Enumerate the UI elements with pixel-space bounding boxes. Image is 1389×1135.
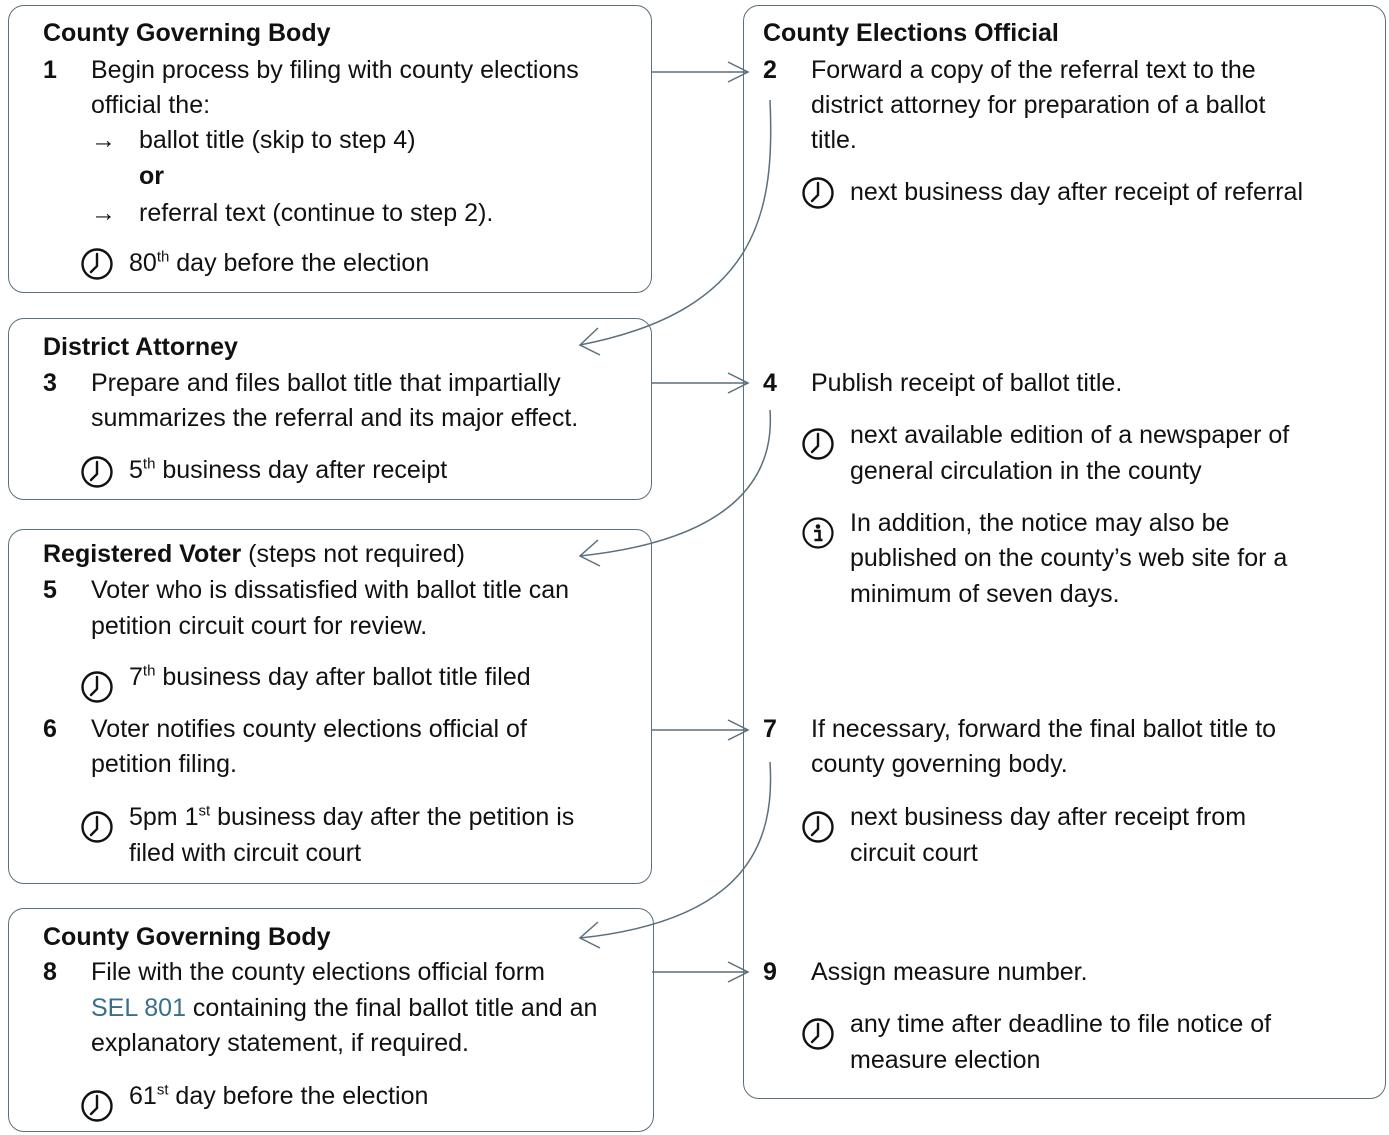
clock-icon: [801, 176, 835, 210]
box4-title: County Governing Body: [43, 923, 331, 951]
clock-icon: [80, 455, 114, 489]
box-county-governing-body-1: [8, 5, 652, 293]
clock-icon: [801, 427, 835, 461]
step-2-text-line2: district attorney for preparation of a b…: [811, 91, 1266, 119]
step-4-info-line3: minimum of seven days.: [850, 580, 1120, 608]
step-9-deadline-line1: any time after deadline to file notice o…: [850, 1010, 1272, 1038]
step-8-text-line3: explanatory statement, if required.: [91, 1029, 469, 1057]
step-9-number: 9: [763, 958, 777, 986]
step-2-text-line3: title.: [811, 126, 857, 154]
box3-title: Registered Voter (steps not required): [43, 540, 465, 568]
step-8-number: 8: [43, 958, 57, 986]
arrow-bullet-icon: →: [91, 126, 116, 154]
box2-title: District Attorney: [43, 333, 238, 361]
step-6-number: 6: [43, 715, 57, 743]
official-title: County Elections Official: [763, 19, 1059, 47]
clock-icon: [80, 670, 114, 704]
clock-icon: [80, 810, 114, 844]
box-county-governing-body-2: [8, 908, 654, 1132]
step-4-text: Publish receipt of ballot title.: [811, 369, 1123, 397]
step-9-deadline-line2: measure election: [850, 1046, 1041, 1074]
step-3-number: 3: [43, 369, 57, 397]
sel-801-link[interactable]: SEL 801: [91, 994, 186, 1022]
step-7-deadline-line2: circuit court: [850, 839, 978, 867]
step-8-text-line2: SEL 801 containing the final ballot titl…: [91, 994, 598, 1022]
option-or: or: [139, 162, 164, 190]
step-4-deadline-line1: next available edition of a newspaper of: [850, 421, 1290, 449]
step-7-number: 7: [763, 715, 777, 743]
step-6-text-line2: petition filing.: [91, 750, 237, 778]
step-1-number: 1: [43, 56, 57, 84]
step-7-text-line1: If necessary, forward the final ballot t…: [811, 715, 1277, 743]
step-1-text-line1: Begin process by filing with county elec…: [91, 56, 579, 84]
option-ballot-title: ballot title (skip to step 4): [139, 126, 416, 154]
clock-icon: [80, 1089, 114, 1123]
box-district-attorney: [8, 318, 652, 500]
step-3-text-line1: Prepare and files ballot title that impa…: [91, 369, 561, 397]
step-4-number: 4: [763, 369, 777, 397]
step-3-text-line2: summarizes the referral and its major ef…: [91, 404, 579, 432]
step-4-info-line2: published on the county’s web site for a: [850, 544, 1288, 572]
step-2-text-line1: Forward a copy of the referral text to t…: [811, 56, 1256, 84]
step-6-deadline-line1: 5pm 1st business day after the petition …: [129, 802, 575, 831]
step-2-deadline: next business day after receipt of refer…: [850, 178, 1304, 206]
step-9-text: Assign measure number.: [811, 958, 1088, 986]
step-7-text-line2: county governing body.: [811, 750, 1068, 778]
clock-icon: [801, 810, 835, 844]
step-5-deadline: 7th business day after ballot title file…: [129, 662, 531, 691]
box-county-elections-official: [743, 5, 1386, 1099]
clock-icon: [80, 247, 114, 281]
box1-deadline: 80th day before the election: [129, 248, 430, 277]
box4-deadline: 61st day before the election: [129, 1081, 429, 1110]
step-4-deadline-line2: general circulation in the county: [850, 457, 1202, 485]
box1-title: County Governing Body: [43, 19, 331, 47]
step-5-number: 5: [43, 576, 57, 604]
arrow-bullet-icon: →: [91, 199, 116, 227]
step-8-text-line1: File with the county elections official …: [91, 958, 545, 986]
step-2-number: 2: [763, 56, 777, 84]
step-4-info-line1: In addition, the notice may also be: [850, 509, 1230, 537]
box2-deadline: 5th business day after receipt: [129, 455, 448, 484]
clock-icon: [801, 1017, 835, 1051]
info-icon: [801, 516, 835, 550]
step-6-text-line1: Voter notifies county elections official…: [91, 715, 527, 743]
step-1-text-line2: official the:: [91, 91, 211, 119]
step-5-text-line1: Voter who is dissatisfied with ballot ti…: [91, 576, 570, 604]
step-6-deadline-line2: filed with circuit court: [129, 839, 362, 867]
step-7-deadline-line1: next business day after receipt from: [850, 803, 1247, 831]
box-registered-voter: [8, 529, 652, 884]
step-5-text-line2: petition circuit court for review.: [91, 612, 428, 640]
option-referral-text: referral text (continue to step 2).: [139, 199, 494, 227]
